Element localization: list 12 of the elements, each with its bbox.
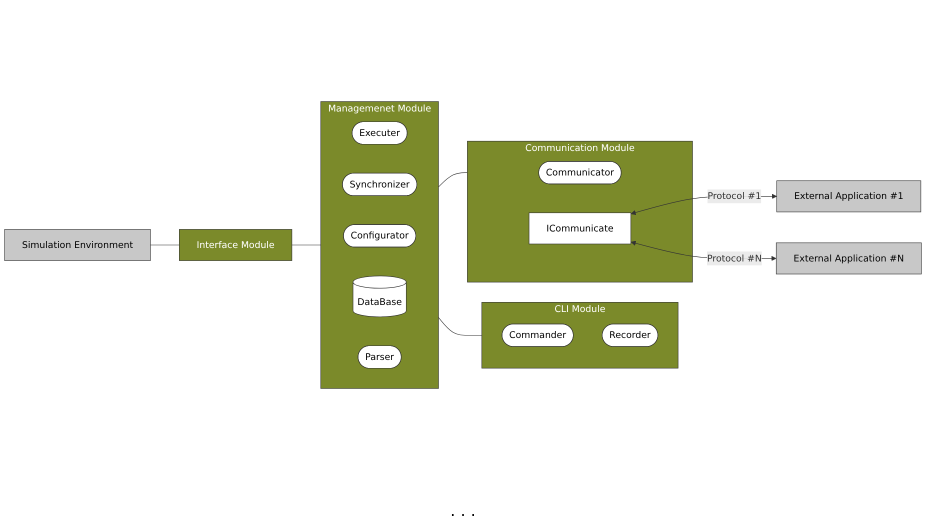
edge-label: Protocol #1 <box>707 190 762 202</box>
connector <box>150 244 180 246</box>
edge-label: Protocol #N <box>706 252 762 264</box>
node-box: Simulation Environment <box>4 229 151 261</box>
node-box: ICommunicate <box>528 212 632 244</box>
connector <box>292 244 322 246</box>
connector <box>438 172 468 188</box>
connector <box>438 317 482 336</box>
node-box: External Application #N <box>776 242 922 274</box>
node-box: Interface Module <box>179 229 292 261</box>
node-box: External Application #1 <box>776 180 922 212</box>
ellipsis-note: . . . <box>450 501 476 520</box>
